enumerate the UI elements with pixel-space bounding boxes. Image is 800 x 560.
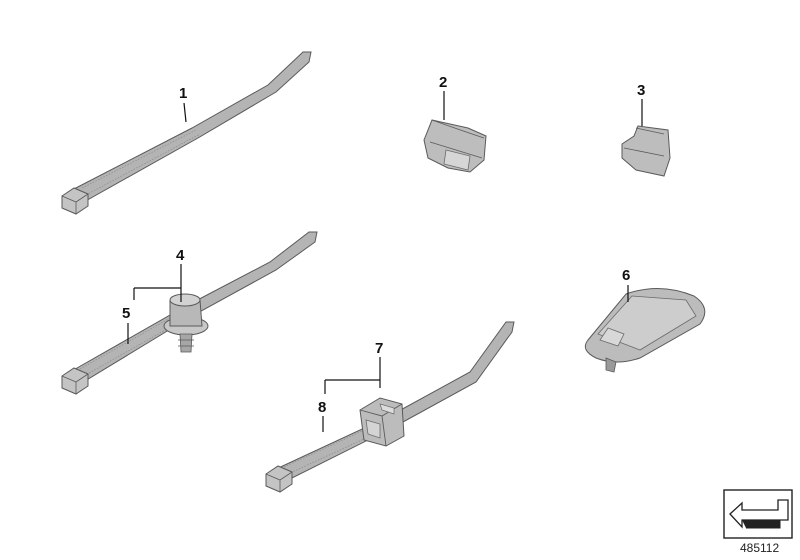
diagram-number: 485112 [740, 541, 779, 555]
callout-6: 6 [622, 267, 630, 284]
part-6-base-plate[interactable] [584, 287, 706, 373]
part-4-cable-tie-with-anchor[interactable] [61, 231, 318, 395]
callout-5: 5 [122, 305, 130, 322]
callout-8: 8 [318, 399, 326, 416]
arrow-badge-icon [723, 489, 793, 539]
part-2-clip[interactable] [423, 119, 487, 173]
part-3-clip[interactable] [621, 125, 671, 177]
leader-lines [127, 91, 643, 432]
part-7-cable-tie-with-edge-clip[interactable] [265, 321, 515, 493]
part-1-cable-tie[interactable] [61, 51, 312, 215]
callout-3: 3 [637, 82, 645, 99]
callout-7: 7 [375, 340, 383, 357]
callout-4: 4 [176, 247, 185, 264]
callout-2: 2 [439, 74, 447, 91]
callout-1: 1 [179, 85, 187, 102]
